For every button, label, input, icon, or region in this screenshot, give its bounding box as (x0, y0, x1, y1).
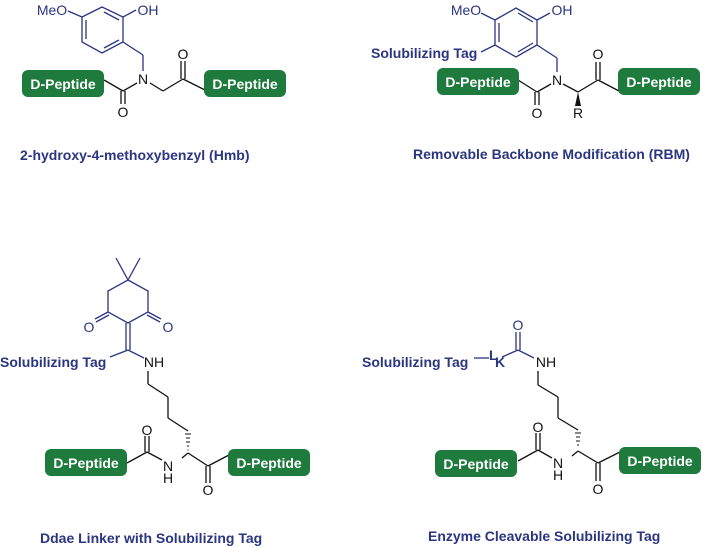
hydrogen-label: H (553, 467, 563, 483)
oxygen-label: O (513, 317, 524, 333)
peptide-label: D-Peptide (212, 76, 278, 92)
enzyme-lysine-bonds (517, 371, 621, 481)
peptide-box (22, 70, 104, 97)
amine-label: NH (536, 354, 556, 370)
peptide-label: D-Peptide (443, 456, 509, 472)
rbm-benzyl-bonds (480, 7, 558, 72)
hydroxyl-label: OH (138, 2, 159, 18)
panel-ddae: O O Solubilizing Tag NH O N H O D-Peptid… (0, 257, 310, 546)
peptide-label: D-Peptide (445, 74, 511, 90)
wedge-bond (575, 92, 581, 106)
methoxy-label: MeO (37, 2, 67, 18)
lysine-label: K (495, 354, 505, 370)
r-group-label: R (573, 105, 583, 121)
oxygen-label: O (593, 46, 604, 62)
solubilizing-tag-label: Solubilizing Tag (0, 354, 106, 370)
caption-rbm: Removable Backbone Modification (RBM) (413, 146, 690, 162)
panel-hmb: MeO OH N O O D-Peptide D-Peptide 2-hydro… (20, 2, 286, 163)
ddae-lysine-bonds (126, 371, 230, 483)
caption-enzyme: Enzyme Cleavable Solubilizing Tag (428, 528, 660, 544)
caption-ddae: Ddae Linker with Solubilizing Tag (40, 530, 262, 546)
solubilizing-tag-label: Solubilizing Tag (362, 354, 468, 370)
nitrogen-label: N (138, 71, 148, 87)
peptide-box (435, 450, 517, 477)
lysine-prefix-label: L (489, 347, 498, 363)
peptide-label: D-Peptide (53, 455, 119, 471)
rbm-backbone-bonds (517, 62, 620, 105)
nitrogen-label: N (553, 455, 563, 471)
hydroxyl-label: OH (552, 2, 573, 18)
hmb-backbone-bonds (103, 61, 206, 104)
enzyme-tag-bonds (474, 332, 535, 359)
hashed-bond (575, 432, 581, 446)
methoxy-label: MeO (451, 2, 481, 18)
peptide-box (45, 449, 127, 476)
oxygen-label: O (84, 319, 95, 335)
oxygen-label: O (142, 422, 153, 438)
peptide-label: D-Peptide (626, 74, 692, 90)
oxygen-label: O (163, 319, 174, 335)
hashed-bond (185, 433, 191, 451)
peptide-box (437, 68, 519, 95)
nitrogen-label: N (163, 458, 173, 474)
panel-enzyme: O Solubilizing Tag L K NH O N H O D-Pept… (362, 317, 701, 544)
peptide-label: D-Peptide (236, 455, 302, 471)
hmb-benzyl-bonds (67, 6, 144, 71)
peptide-label: D-Peptide (627, 453, 693, 469)
nitrogen-label: N (552, 72, 562, 88)
ddae-dimedone-bonds (94, 257, 162, 359)
peptide-box (619, 447, 701, 474)
hydrogen-label: H (163, 470, 173, 486)
solubilizing-tag-label: Solubilizing Tag (371, 45, 477, 61)
panel-rbm: MeO OH Solubilizing Tag N O O R D-Peptid… (371, 2, 700, 162)
oxygen-label: O (203, 482, 214, 498)
oxygen-label: O (118, 104, 129, 120)
peptide-box (618, 68, 700, 95)
oxygen-label: O (532, 105, 543, 121)
oxygen-label: O (593, 481, 604, 497)
caption-hmb: 2-hydroxy-4-methoxybenzyl (Hmb) (20, 147, 249, 163)
peptide-label: D-Peptide (30, 76, 96, 92)
peptide-box (228, 449, 310, 476)
oxygen-label: O (533, 419, 544, 435)
peptide-box (204, 70, 286, 97)
amine-label: NH (144, 354, 164, 370)
oxygen-label: O (178, 46, 189, 62)
